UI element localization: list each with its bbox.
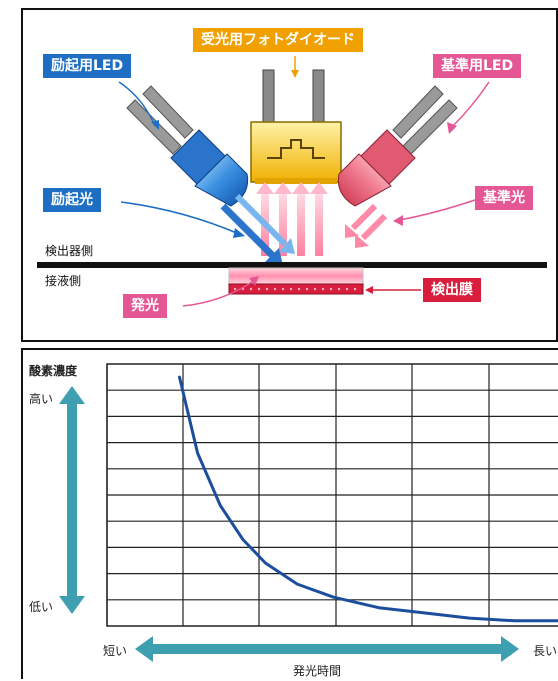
reference-led-icon bbox=[338, 86, 457, 206]
detection-film bbox=[229, 284, 363, 294]
sensor-diagram-panel: 励起用LED 受光用フォトダイオード 基準用LED 励起光 基準光 検出器側 接… bbox=[21, 8, 558, 342]
photodiode-icon bbox=[251, 70, 341, 184]
oxygen-decay-curve bbox=[180, 377, 558, 621]
excitation-led-icon bbox=[127, 86, 248, 206]
reference-light-beams bbox=[345, 206, 385, 248]
chart-grid bbox=[107, 364, 558, 626]
emission-label: 発光 bbox=[123, 294, 167, 318]
photodiode-label: 受光用フォトダイオード bbox=[193, 28, 363, 52]
boundary-line bbox=[37, 262, 547, 268]
detection-film-label: 検出膜 bbox=[423, 278, 481, 302]
reference-light-label: 基準光 bbox=[475, 186, 533, 210]
liquid-side-label: 接液側 bbox=[45, 272, 81, 289]
reference-led-label: 基準用LED bbox=[433, 54, 521, 78]
detector-side-label: 検出器側 bbox=[45, 242, 93, 259]
decay-chart bbox=[23, 350, 558, 681]
x-axis-arrow bbox=[135, 636, 519, 662]
excitation-light-label: 励起光 bbox=[43, 188, 101, 212]
emission-area bbox=[229, 268, 363, 284]
excitation-led-label: 励起用LED bbox=[43, 54, 131, 78]
decay-chart-panel: 酸素濃度 高い 低い 短い 長い 発光時間 bbox=[21, 348, 558, 679]
y-axis-arrow bbox=[59, 386, 85, 614]
